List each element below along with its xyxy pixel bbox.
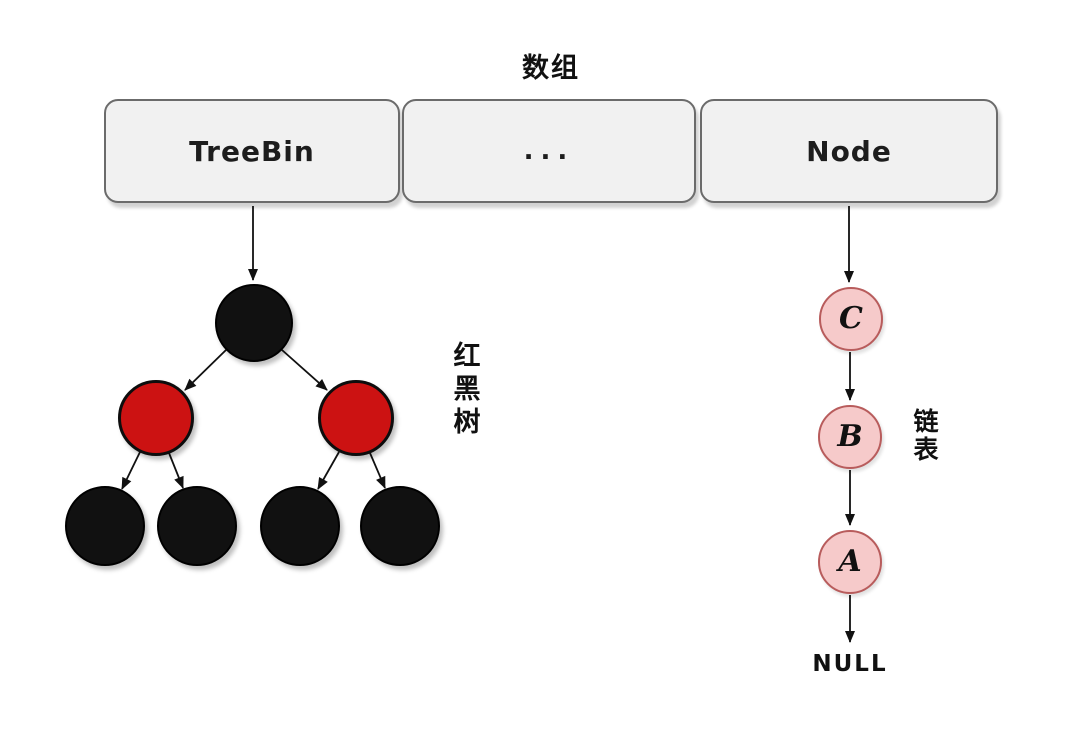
rbtree-right-red-node (318, 380, 394, 456)
null-terminator-label: NULL (812, 651, 888, 677)
rbtree-label-char-3: 树 (453, 407, 481, 438)
rbtree-label-char-1: 红 (453, 341, 481, 372)
rbtree-left-red-node (118, 380, 194, 456)
list-node-b-label: B (837, 419, 863, 454)
rbtree-leaf-2-black-node (157, 486, 237, 566)
list-node-a: A (818, 530, 882, 594)
linkedlist-label-char-1: 链 (913, 407, 939, 436)
array-cell-ellipsis: ... (402, 99, 696, 203)
arrow-leftred-to-leaf1 (121, 451, 141, 490)
node-label: Node (806, 134, 892, 168)
rbtree-leaf-4-black-node (360, 486, 440, 566)
arrow-leftred-to-leaf2 (168, 452, 184, 489)
linkedlist-label-char-2: 表 (913, 435, 939, 464)
rbtree-root-black-node (215, 284, 293, 362)
rbtree-label-char-2: 黑 (453, 374, 481, 405)
linkedlist-label: 链 表 (910, 408, 942, 464)
list-node-b: B (818, 405, 882, 469)
arrow-root-to-right-red (281, 349, 328, 391)
rbtree-label: 红 黑 树 (450, 340, 484, 439)
treebin-label: TreeBin (189, 134, 315, 168)
arrow-rightred-to-leaf3 (317, 451, 340, 490)
array-cell-node: Node (700, 99, 998, 203)
array-cell-treebin: TreeBin (104, 99, 400, 203)
list-node-c-label: C (839, 301, 863, 336)
ellipsis-label: ... (523, 136, 575, 166)
array-title: 数组 (522, 53, 580, 84)
rbtree-leaf-1-black-node (65, 486, 145, 566)
arrow-root-to-left-red (184, 349, 227, 391)
list-node-c: C (819, 287, 883, 351)
rbtree-leaf-3-black-node (260, 486, 340, 566)
list-node-a-label: A (838, 544, 862, 579)
arrow-rightred-to-leaf4 (369, 452, 386, 489)
